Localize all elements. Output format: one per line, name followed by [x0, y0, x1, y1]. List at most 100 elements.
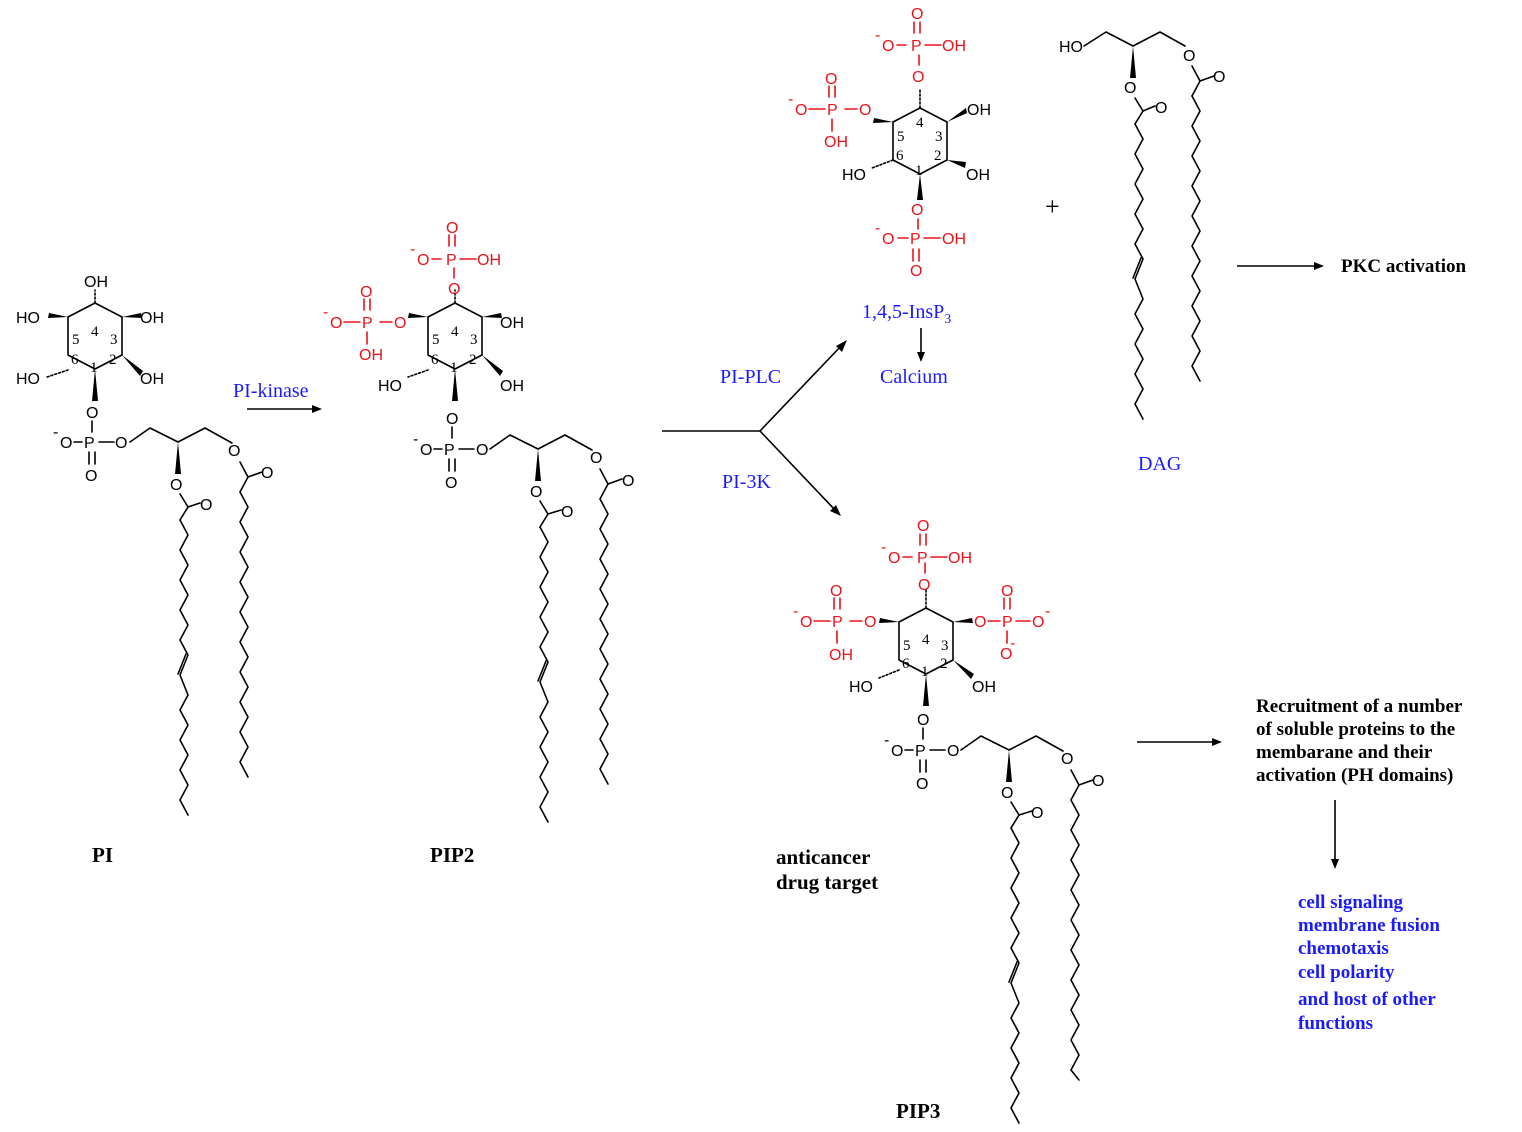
svg-text:O: O [912, 69, 924, 86]
svg-text:6: 6 [431, 352, 439, 368]
svg-text:P: P [917, 550, 928, 567]
svg-text:P: P [1002, 614, 1013, 631]
svg-text:O: O [882, 38, 894, 55]
svg-text:P: P [827, 102, 838, 119]
svg-text:OH: OH [500, 378, 524, 395]
svg-text:OH: OH [942, 38, 966, 55]
svg-text:O: O [530, 484, 542, 501]
anticancer-line2: drug target [776, 870, 878, 894]
svg-text:1: 1 [450, 360, 458, 376]
recruit-line1: Recruitment of a number [1256, 696, 1463, 717]
svg-text:P: P [910, 231, 921, 248]
svg-text:O: O [330, 315, 342, 332]
svg-text:6: 6 [896, 148, 904, 164]
svg-text:P: P [444, 442, 455, 459]
recruit-line4: activation (PH domains) [1256, 765, 1453, 786]
insp3-label: 1,4,5-InsP3 [862, 301, 951, 327]
svg-text:P: P [362, 315, 373, 332]
svg-text:OH: OH [359, 347, 383, 364]
svg-text:-: - [1045, 603, 1050, 620]
svg-text:O: O [446, 411, 458, 428]
svg-text:-: - [413, 431, 418, 448]
svg-text:OH: OH [967, 102, 991, 119]
function-item: cell signaling [1298, 892, 1404, 913]
svg-text:O: O [476, 442, 488, 459]
svg-text:P: P [915, 743, 926, 760]
svg-text:O: O [417, 252, 429, 269]
svg-text:O: O [1001, 785, 1013, 802]
svg-text:O: O [1124, 80, 1136, 97]
svg-text:4: 4 [451, 324, 459, 340]
svg-text:OH: OH [477, 252, 501, 269]
ring-num-3: 3 [110, 332, 118, 348]
svg-text:OH: OH [966, 167, 990, 184]
svg-text:O: O [917, 712, 929, 729]
svg-text:OH: OH [140, 310, 164, 327]
svg-text:O: O [1032, 614, 1044, 631]
label-pi: PI [92, 843, 113, 867]
svg-text:O: O [830, 583, 842, 600]
svg-text:O: O [1000, 646, 1012, 663]
enzyme-pi-3k: PI-3K [722, 471, 771, 493]
svg-text:OH: OH [84, 274, 108, 291]
svg-text:O: O [795, 102, 807, 119]
svg-text:O: O [825, 71, 837, 88]
svg-text:O: O [200, 497, 212, 514]
svg-text:2: 2 [940, 656, 948, 672]
svg-text:2: 2 [934, 148, 942, 164]
svg-text:O: O [1001, 583, 1013, 600]
function-item: chemotaxis [1298, 938, 1389, 959]
svg-text:O: O [261, 465, 273, 482]
svg-text:O: O [60, 435, 72, 452]
svg-text:3: 3 [941, 638, 949, 654]
svg-text:-: - [884, 732, 889, 749]
svg-text:O: O [1061, 751, 1073, 768]
arrow-to-insp3 [759, 344, 843, 432]
svg-text:P: P [84, 435, 95, 452]
svg-text:OH: OH [948, 550, 972, 567]
svg-text:O: O [1031, 805, 1043, 822]
svg-text:O: O [420, 442, 432, 459]
svg-text:-: - [881, 539, 886, 556]
svg-text:O: O [622, 473, 634, 490]
svg-text:O: O [1213, 69, 1225, 86]
svg-text:O: O [446, 220, 458, 237]
svg-text:OH: OH [140, 371, 164, 388]
svg-text:4: 4 [916, 115, 924, 131]
svg-text:-: - [1010, 635, 1015, 652]
svg-text:O: O [911, 202, 923, 219]
svg-text:O: O [910, 263, 922, 280]
svg-text:OH: OH [824, 134, 848, 151]
svg-text:O: O [891, 743, 903, 760]
calcium-label: Calcium [880, 366, 948, 388]
svg-text:-: - [875, 27, 880, 44]
plus-sign: + [1045, 192, 1060, 221]
insp3-structure: 4 3 2 1 5 6 O P O OH O - O P O O - OH OH [788, 6, 991, 280]
svg-text:P: P [446, 252, 457, 269]
ring-num-4: 4 [91, 324, 99, 340]
svg-text:O: O [394, 315, 406, 332]
svg-text:O: O [882, 231, 894, 248]
label-pip3: PIP3 [896, 1099, 940, 1123]
svg-text:3: 3 [935, 129, 943, 145]
svg-text:O: O [864, 614, 876, 631]
svg-text:O: O [360, 284, 372, 301]
function-item: functions [1298, 1013, 1373, 1034]
ring-num-1: 1 [90, 360, 98, 376]
svg-text:O: O [859, 102, 871, 119]
recruit-line2: of soluble proteins to the [1256, 719, 1455, 740]
svg-text:P: P [911, 38, 922, 55]
svg-text:O: O [85, 468, 97, 485]
svg-text:-: - [788, 91, 793, 108]
svg-text:OH: OH [942, 231, 966, 248]
functions-list: cell signaling membrane fusion chemotaxi… [1298, 892, 1440, 1034]
svg-text:1: 1 [921, 664, 929, 680]
svg-text:OH: OH [500, 315, 524, 332]
svg-text:5: 5 [897, 129, 905, 145]
function-item: cell polarity [1298, 962, 1395, 983]
svg-text:O: O [561, 504, 573, 521]
svg-text:-: - [410, 241, 415, 258]
svg-text:O: O [916, 776, 928, 793]
